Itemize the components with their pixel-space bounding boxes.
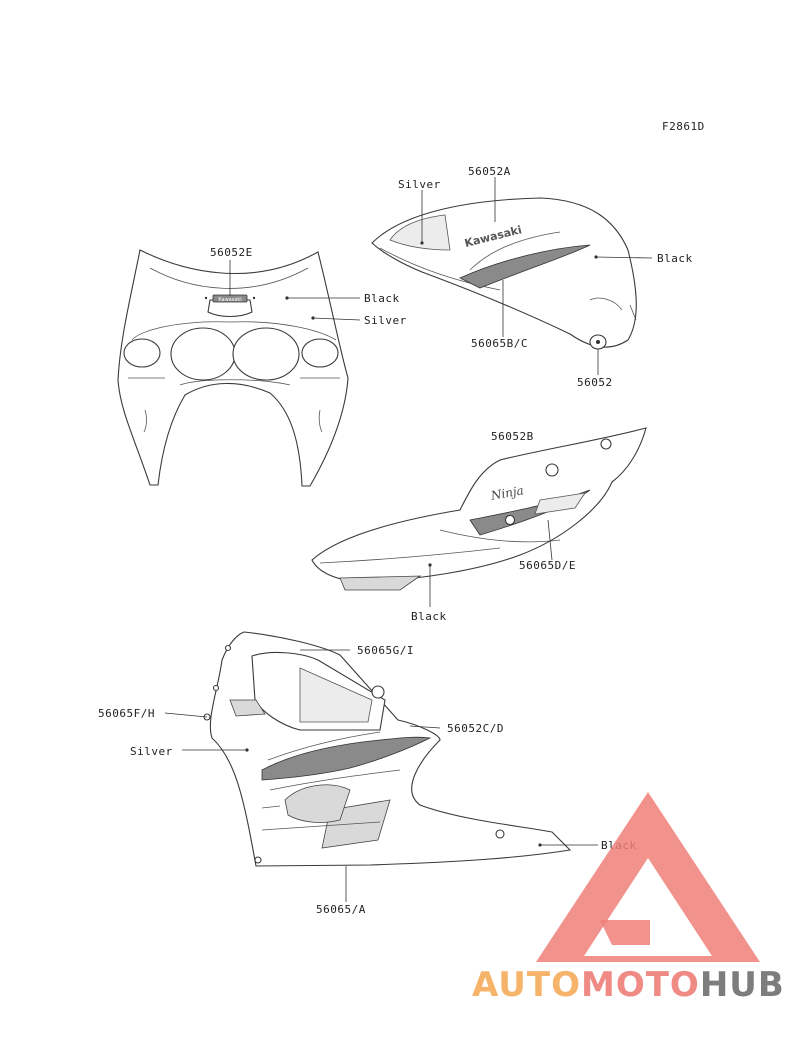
label-tail-decal: 56052B [491,430,534,443]
label-tank-emblem: 56052 [577,376,613,389]
svg-text:AUTOMOTOHUB: AUTOMOTOHUB [472,965,785,1005]
watermark-hub: HUB [700,965,785,1005]
label-fairing-decal: 56052E [210,246,253,259]
watermark-auto: AUTO [472,965,581,1005]
fairing-brand-text: Kawasaki [218,297,241,303]
label-tail-black: Black [411,610,447,623]
label-tail-stripe: 56065D/E [519,559,576,572]
tail-script-text: Ninja [489,483,525,503]
lower-fairing [164,631,598,902]
label-tank-silver: Silver [398,178,441,191]
label-fairing-black: Black [364,292,400,305]
automotohub-logo: AUTOMOTOHUB [472,792,785,1005]
fuel-tank: Kawasaki [371,177,653,375]
label-lower-stripe-a: 56065/A [316,903,366,916]
label-lower-silver: Silver [130,745,173,758]
watermark-moto: MOTO [581,965,700,1005]
label-tank-stripe: 56065B/C [471,337,528,350]
label-lower-stripe-fh: 56065F/H [98,707,155,720]
label-lower-stripe-gi: 56065G/I [357,644,414,657]
label-tank-black: Black [657,252,693,265]
label-lower-decal-cd: 56052C/D [447,722,504,735]
label-fairing-silver: Silver [364,314,407,327]
tail-cowl: Ninja [311,427,647,607]
figure-code: F2861D [662,120,705,133]
front-fairing: Kawasaki [117,249,361,487]
label-tank-decal: 56052A [468,165,511,178]
